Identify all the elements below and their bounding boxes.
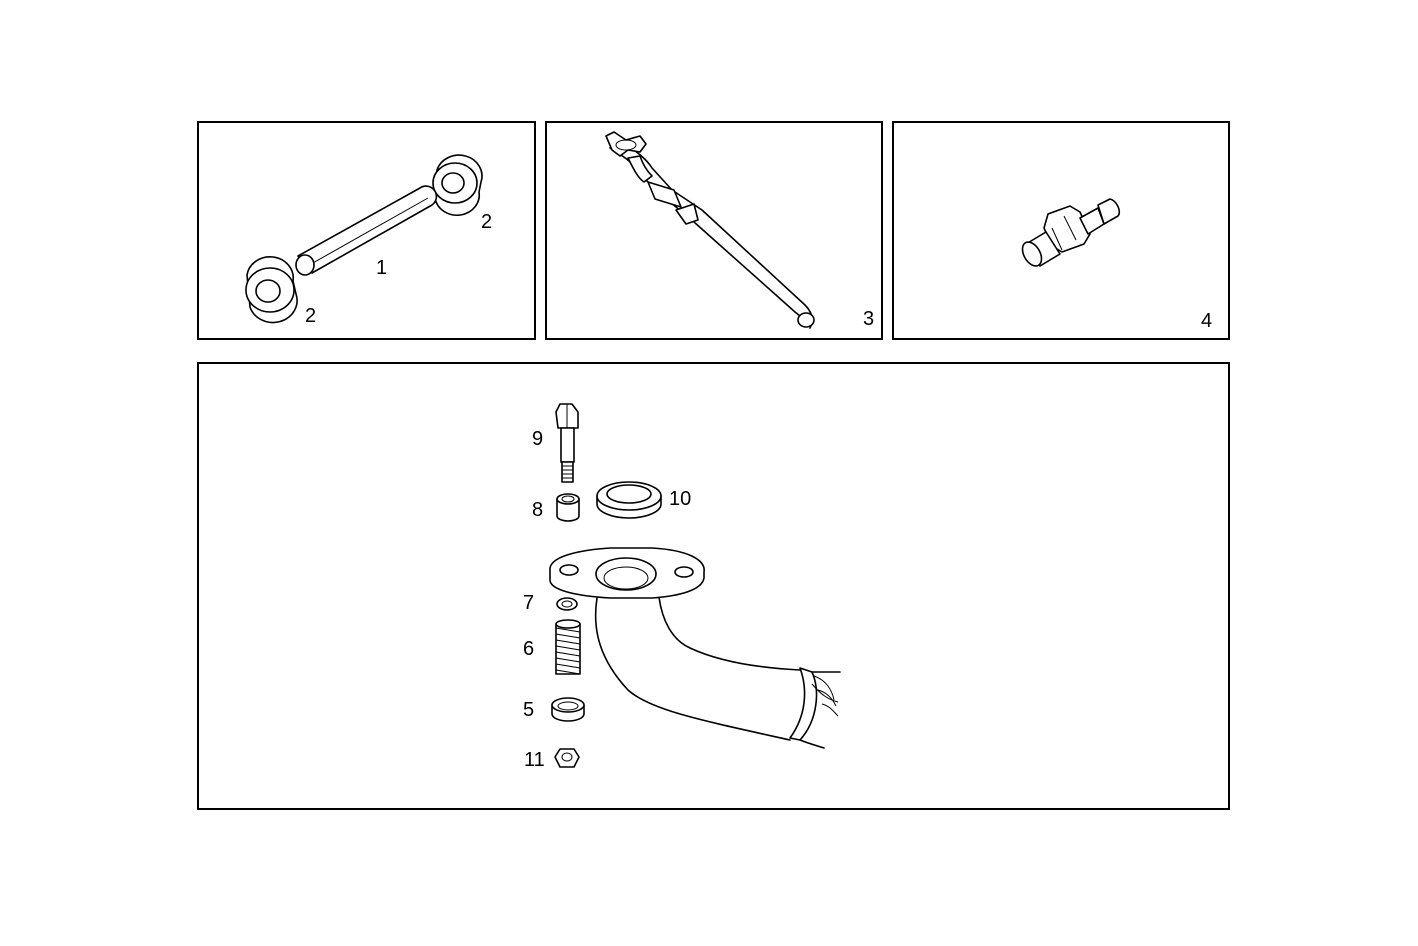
union-fitting [1021,198,1121,267]
callout-10: 10 [669,488,691,510]
callout-2-lower: 2 [305,305,316,327]
callout-5: 5 [523,699,534,721]
callout-2-upper: 2 [481,211,492,233]
stud-bolt [555,403,579,483]
panel-flange-pipe-assembly [197,362,1230,810]
callout-11: 11 [524,749,545,771]
washer [556,597,578,611]
sealing-ring [596,481,662,519]
panel-bent-pipe [545,121,883,340]
spacer-bushing [556,493,580,522]
bent-pipe [605,131,815,329]
grommet-left [245,256,298,324]
callout-4: 4 [1201,310,1212,332]
flanged-pipe [549,547,841,749]
callout-1: 1 [376,257,387,279]
callout-9: 9 [532,428,543,450]
compression-spring [555,619,581,675]
tube [295,185,438,276]
callout-7: 7 [523,592,534,614]
grommet-right [432,154,483,217]
callout-3: 3 [863,308,874,330]
hex-nut [554,748,580,768]
callout-8: 8 [532,499,543,521]
cup-washer [551,697,585,722]
callout-6: 6 [523,638,534,660]
